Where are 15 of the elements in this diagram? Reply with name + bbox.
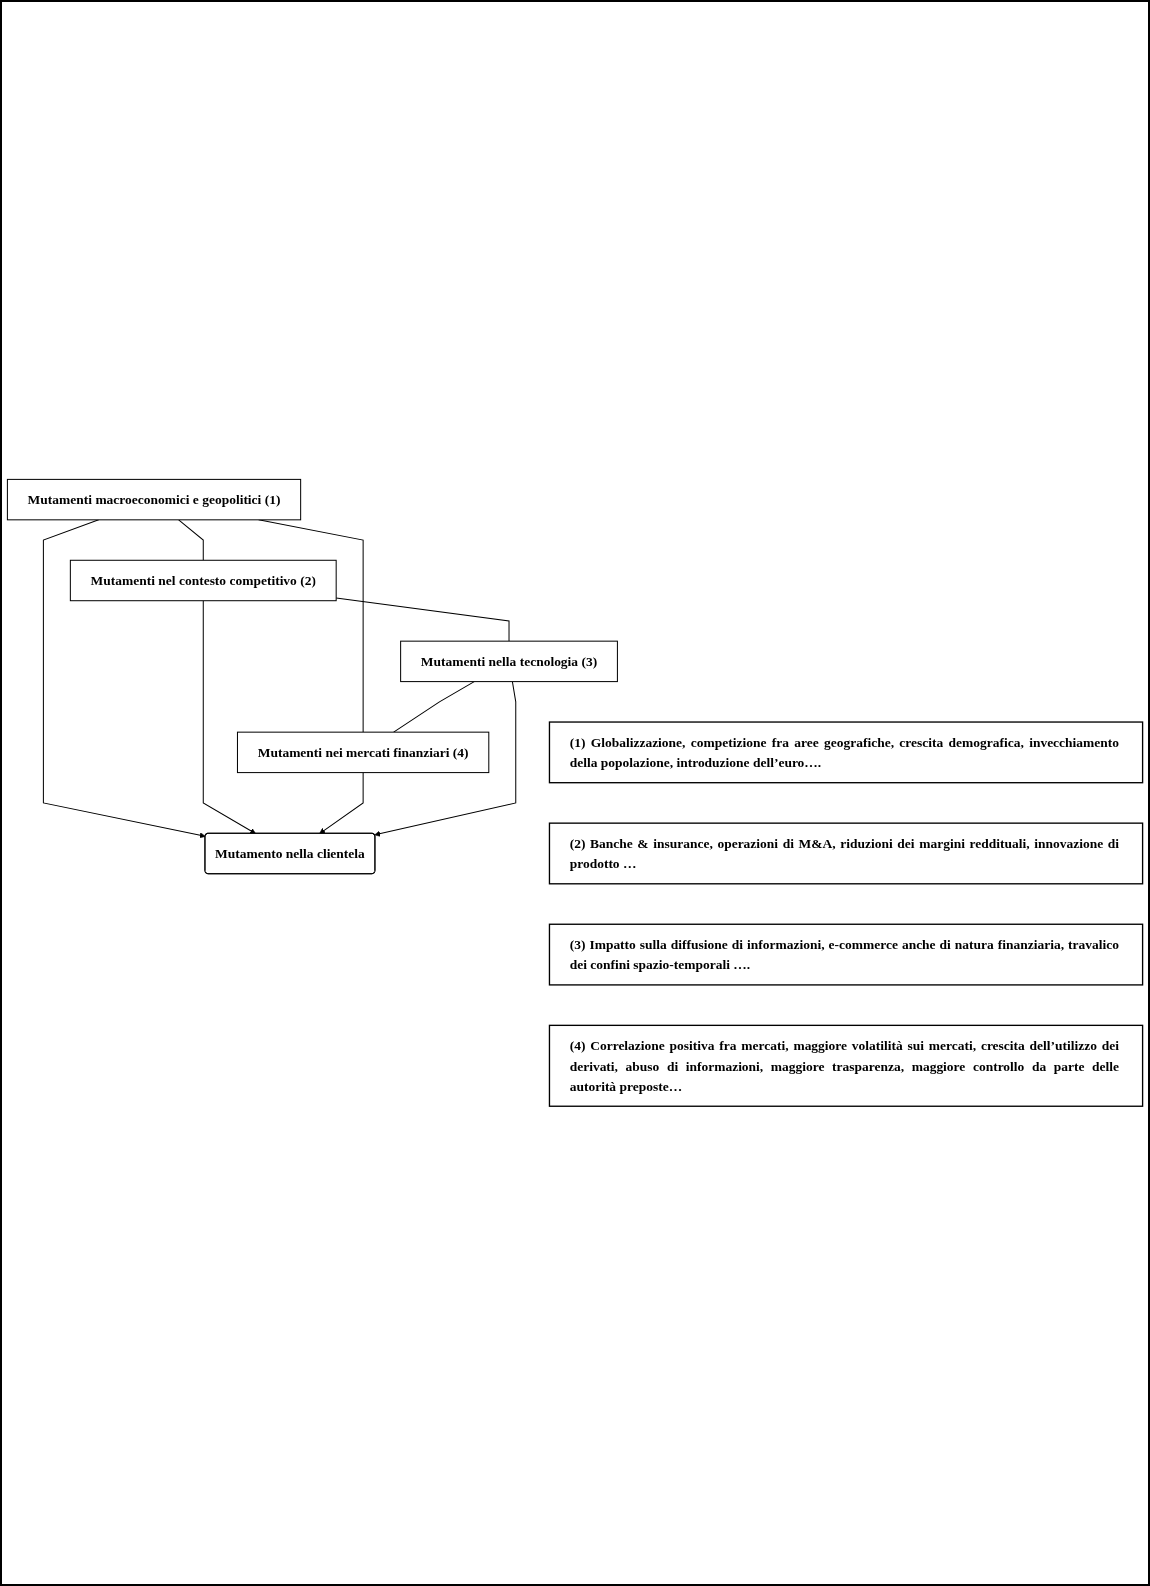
node-box: Mutamenti macroeconomici e geopolitici (1): [6, 479, 302, 521]
arrow: [374, 681, 517, 837]
node-box: (3) Impatto sulla diffusione di informazioni, e-commerce anche di natura finanziaria, travalico dei confini spazio-temporali ….: [548, 923, 1144, 986]
arrow: [319, 772, 364, 835]
node-box: (2) Banche & insurance, operazioni di M&A, riduzioni dei margini reddituali, innovazione di prodotto …: [548, 822, 1144, 885]
node-box: (1) Globalizzazione, competizione fra aree geografiche, crescita demografica, invecchiamento della popolazione, introduzione dell’euro….: [548, 721, 1144, 784]
node-box: (4) Correlazione positiva fra mercati, maggiore volatilità sui mercati, crescita dell’utilizzo dei derivati, abuso di informazioni, maggiore trasparenza, maggiore controllo da parte delle autorità preposte…: [548, 1024, 1144, 1108]
arrow: [42, 519, 206, 839]
arrow: [202, 600, 256, 835]
node-box: Mutamenti nei mercati finanziari (4): [236, 731, 490, 774]
node-box: Mutamenti nel contesto competitivo (2): [69, 559, 337, 602]
connector: [393, 681, 475, 733]
node-box: Mutamenti nella tecnologia (3): [400, 640, 618, 683]
connector: [178, 519, 204, 561]
connector: [335, 597, 510, 642]
